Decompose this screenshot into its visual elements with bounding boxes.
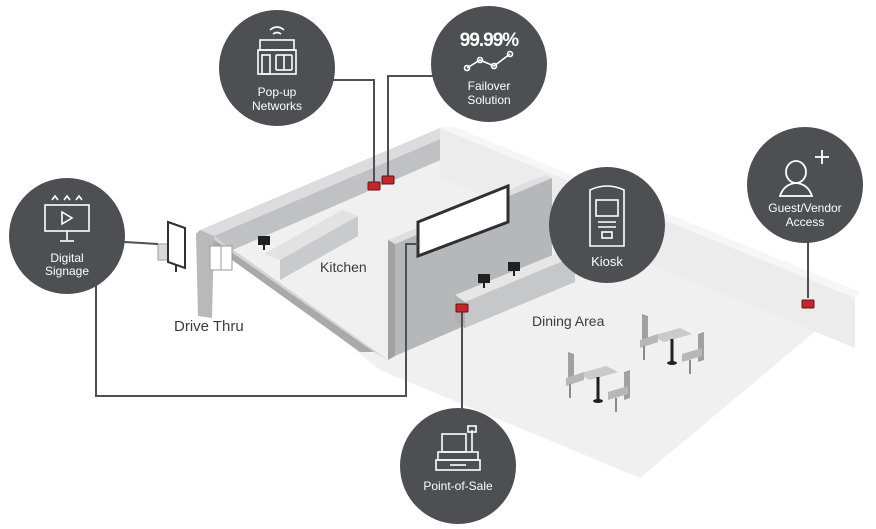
floor bbox=[205, 128, 855, 478]
counter-monitor-1 bbox=[478, 274, 490, 288]
uptime-graph-icon bbox=[463, 50, 514, 72]
signage-to-board-connector bbox=[95, 243, 418, 397]
feature-kiosk[interactable]: Kiosk bbox=[549, 167, 665, 283]
feature-point-of-sale[interactable]: Point-of-Sale bbox=[400, 408, 516, 524]
pop-up-networks-line2: Networks bbox=[252, 99, 302, 113]
feature-pop-up-networks[interactable]: Pop-up Networks bbox=[219, 10, 335, 126]
failover-line1: Failover bbox=[468, 79, 511, 93]
connector-lines bbox=[95, 75, 809, 410]
kitchen-monitor bbox=[258, 236, 270, 250]
area-label-kitchen: Kitchen bbox=[320, 259, 367, 275]
router-pos bbox=[455, 303, 469, 313]
guest-vendor-line1: Guest/Vendor bbox=[768, 201, 841, 215]
drive-thru-signage-totem bbox=[157, 220, 186, 272]
area-label-drive-thru: Drive Thru bbox=[174, 318, 244, 335]
digital-signage-line1: Digital bbox=[50, 251, 83, 265]
counter-monitor-2 bbox=[508, 262, 520, 276]
signage-connector bbox=[123, 241, 159, 245]
dining-table-1 bbox=[566, 352, 630, 412]
router-popup bbox=[367, 181, 381, 191]
feature-digital-signage[interactable]: Digital Signage bbox=[9, 178, 125, 294]
uptime-badge: 99.99% bbox=[460, 30, 520, 51]
digital-signage-line2: Signage bbox=[45, 264, 89, 278]
dining-table-2 bbox=[640, 314, 704, 374]
router-failover bbox=[381, 175, 395, 185]
cash-register-icon bbox=[435, 425, 481, 471]
kiosk-icon bbox=[589, 185, 625, 247]
popup-store-icon bbox=[257, 26, 297, 75]
signage-icon bbox=[44, 194, 90, 242]
point-of-sale-label: Point-of-Sale bbox=[423, 479, 493, 493]
kitchen-counter bbox=[264, 210, 358, 280]
failover-connector bbox=[387, 75, 434, 176]
feature-guest-vendor-access[interactable]: Guest/Vendor Access bbox=[747, 127, 863, 243]
router-guest-access bbox=[801, 299, 815, 309]
feature-failover-solution[interactable]: 99.99% Failover Solution bbox=[431, 6, 547, 122]
pop-up-networks-line1: Pop-up bbox=[258, 85, 297, 99]
add-user-icon bbox=[778, 150, 829, 197]
area-label-dining: Dining Area bbox=[532, 313, 605, 329]
guest-vendor-line2: Access bbox=[786, 215, 825, 229]
failover-line2: Solution bbox=[467, 93, 510, 107]
kiosk-label: Kiosk bbox=[591, 254, 623, 269]
